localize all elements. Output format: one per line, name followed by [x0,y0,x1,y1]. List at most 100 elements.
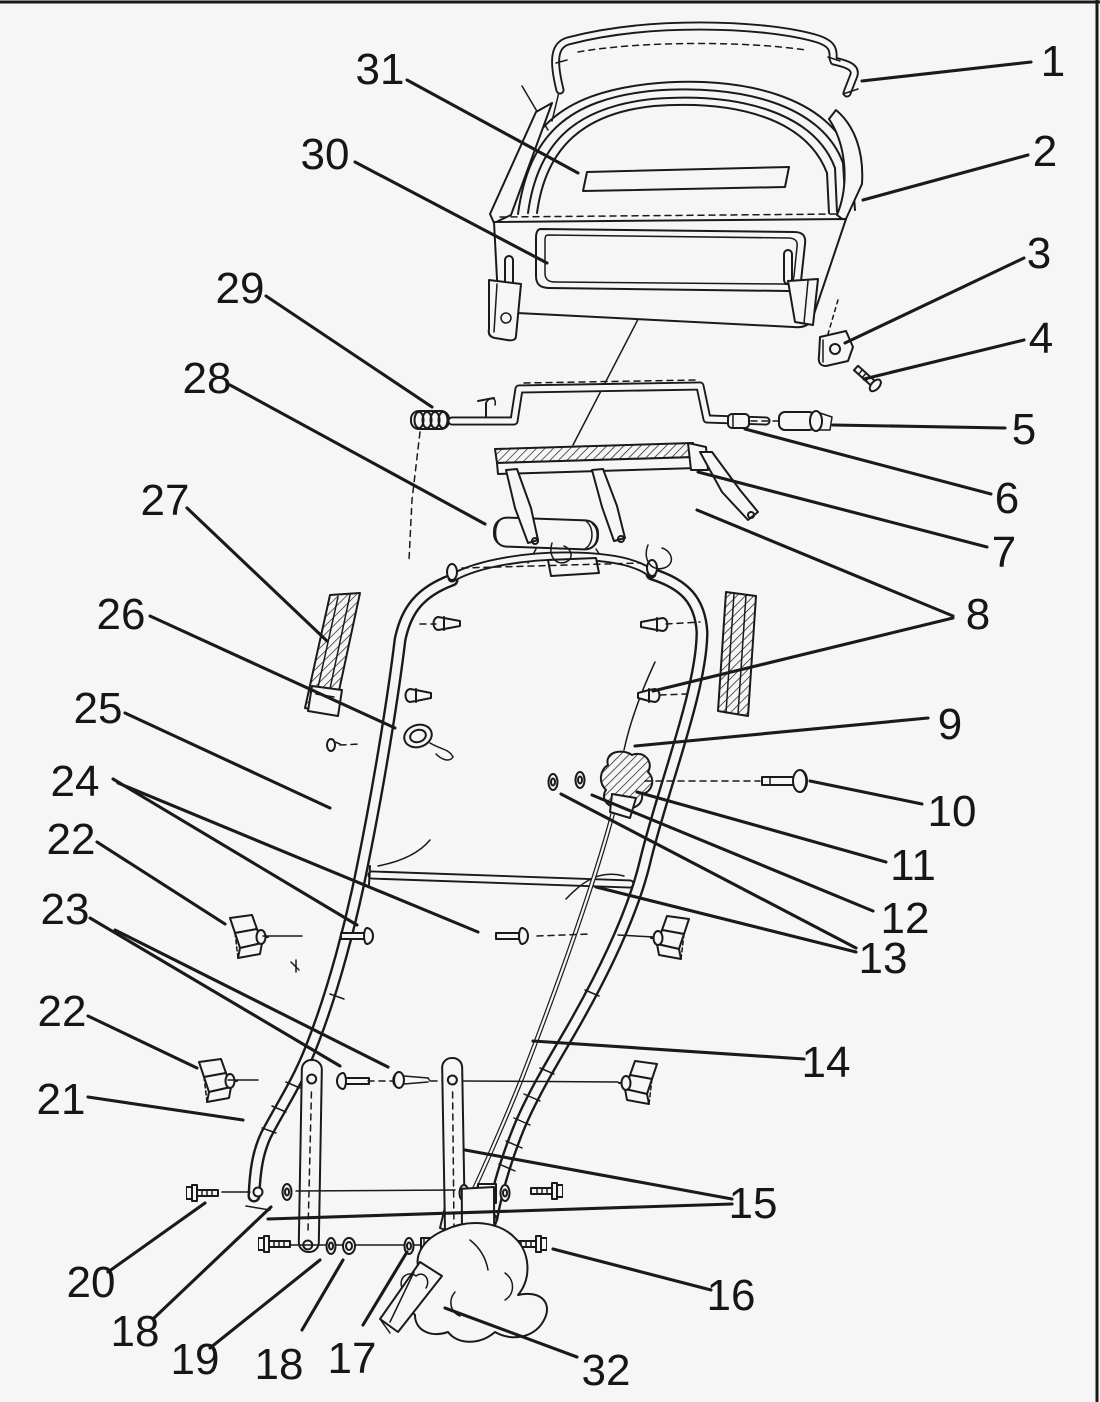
leader-line-24 [116,781,480,934]
part-label-8: 8 [966,590,990,639]
part-label-1: 1 [1041,37,1065,86]
part-label-12: 12 [881,894,930,943]
leader-line-15 [463,1148,734,1201]
part-label-5: 5 [1012,405,1036,454]
part-label-24: 24 [51,757,100,806]
right-handle-strap [441,1056,467,1255]
left-handle-strap [297,1058,323,1253]
hairpin-clip [477,397,497,418]
leader-line-11 [635,790,888,864]
hex-bolt [530,1182,563,1200]
part-label-23: 23 [41,885,90,934]
part-label-19: 19 [171,1335,220,1384]
carriage-bolt [495,927,529,945]
clamp-knob [650,915,690,960]
leader-line-20 [106,1201,207,1274]
rod-bushing [727,413,750,429]
leader-line-17 [361,1250,409,1327]
callout-layer: 1234567891011121314151617181918202122232… [37,37,1066,1395]
leader-line-4 [862,338,1026,381]
control-lever-bar [494,442,759,570]
part-label-13: 13 [859,934,908,983]
part-label-26: 26 [97,590,146,639]
part-label-32: 32 [582,1346,631,1395]
leader-line-6 [743,427,993,496]
leader-line-3 [843,256,1026,345]
leader-line-29 [264,294,434,409]
leader-line-18 [151,1205,273,1321]
part-label-2: 2 [1033,127,1057,176]
leader-line-5 [831,423,1007,430]
panel-label-slot [582,166,790,192]
part-label-3: 3 [1027,229,1051,278]
leader-line-24 [111,777,359,927]
part-label-18: 18 [111,1307,160,1356]
leader-line-16 [551,1247,713,1292]
part-label-22: 22 [47,815,96,864]
leader-line-7 [696,470,989,549]
roller-tube [492,516,600,551]
spring [410,410,450,430]
leader-line-28 [228,383,487,526]
cable-clip [326,723,454,761]
leader-line-10 [808,779,924,806]
leader-line-1 [860,60,1033,83]
handle-mount-bracket [379,1186,548,1343]
hex-bolt [258,1235,291,1253]
part-label-14: 14 [802,1038,851,1087]
cable-bracket [817,299,854,367]
part-label-22: 22 [38,987,87,1036]
upper-handle-panel [487,80,864,342]
part-label-15: 15 [729,1179,778,1228]
part-label-30: 30 [301,130,350,179]
leader-line-12 [590,793,875,913]
leader-line-14 [531,1039,806,1061]
drive-cable [439,661,656,1235]
part-label-9: 9 [938,700,962,749]
leader-line-23 [113,928,390,1069]
leader-line-32 [443,1306,579,1359]
part-label-28: 28 [183,354,232,403]
part-label-10: 10 [928,787,977,836]
clamp-knob [618,1060,658,1105]
right-grip-panel [717,591,757,717]
part-label-21: 21 [37,1075,86,1124]
leader-line-31 [405,78,580,175]
part-label-16: 16 [707,1271,756,1320]
part-label-4: 4 [1029,314,1053,363]
part-label-27: 27 [141,476,190,525]
leader-line-22 [95,840,227,926]
part-label-18: 18 [255,1340,304,1389]
part-label-6: 6 [995,474,1019,523]
part-label-31: 31 [356,45,405,94]
leader-line-18 [300,1258,345,1332]
bail-rod-row [410,379,833,432]
leader-line-22 [86,1014,199,1070]
leader-line-13 [594,885,858,954]
part-label-29: 29 [216,264,265,313]
leader-line-8 [695,508,955,618]
hex-nut [342,1237,356,1255]
bail-wire [551,21,859,98]
leader-line-25 [123,711,332,810]
leader-line-21 [86,1095,245,1122]
clevis-pin [392,1071,444,1089]
leader-line-15 [266,1202,734,1221]
leader-line-19 [208,1258,322,1350]
part-label-25: 25 [74,684,123,733]
clamp-knob [229,914,269,959]
part-label-17: 17 [328,1334,377,1383]
lower-handle-assembly [245,551,709,1231]
part-label-11: 11 [890,841,936,890]
leader-line-9 [633,716,930,748]
left-grip-panel [304,592,361,717]
leader-line-26 [148,614,397,730]
leader-line-27 [185,506,329,643]
rod-grip [778,410,833,432]
part-label-7: 7 [992,528,1016,577]
leader-line-2 [861,153,1030,202]
hex-bolt [186,1184,219,1202]
